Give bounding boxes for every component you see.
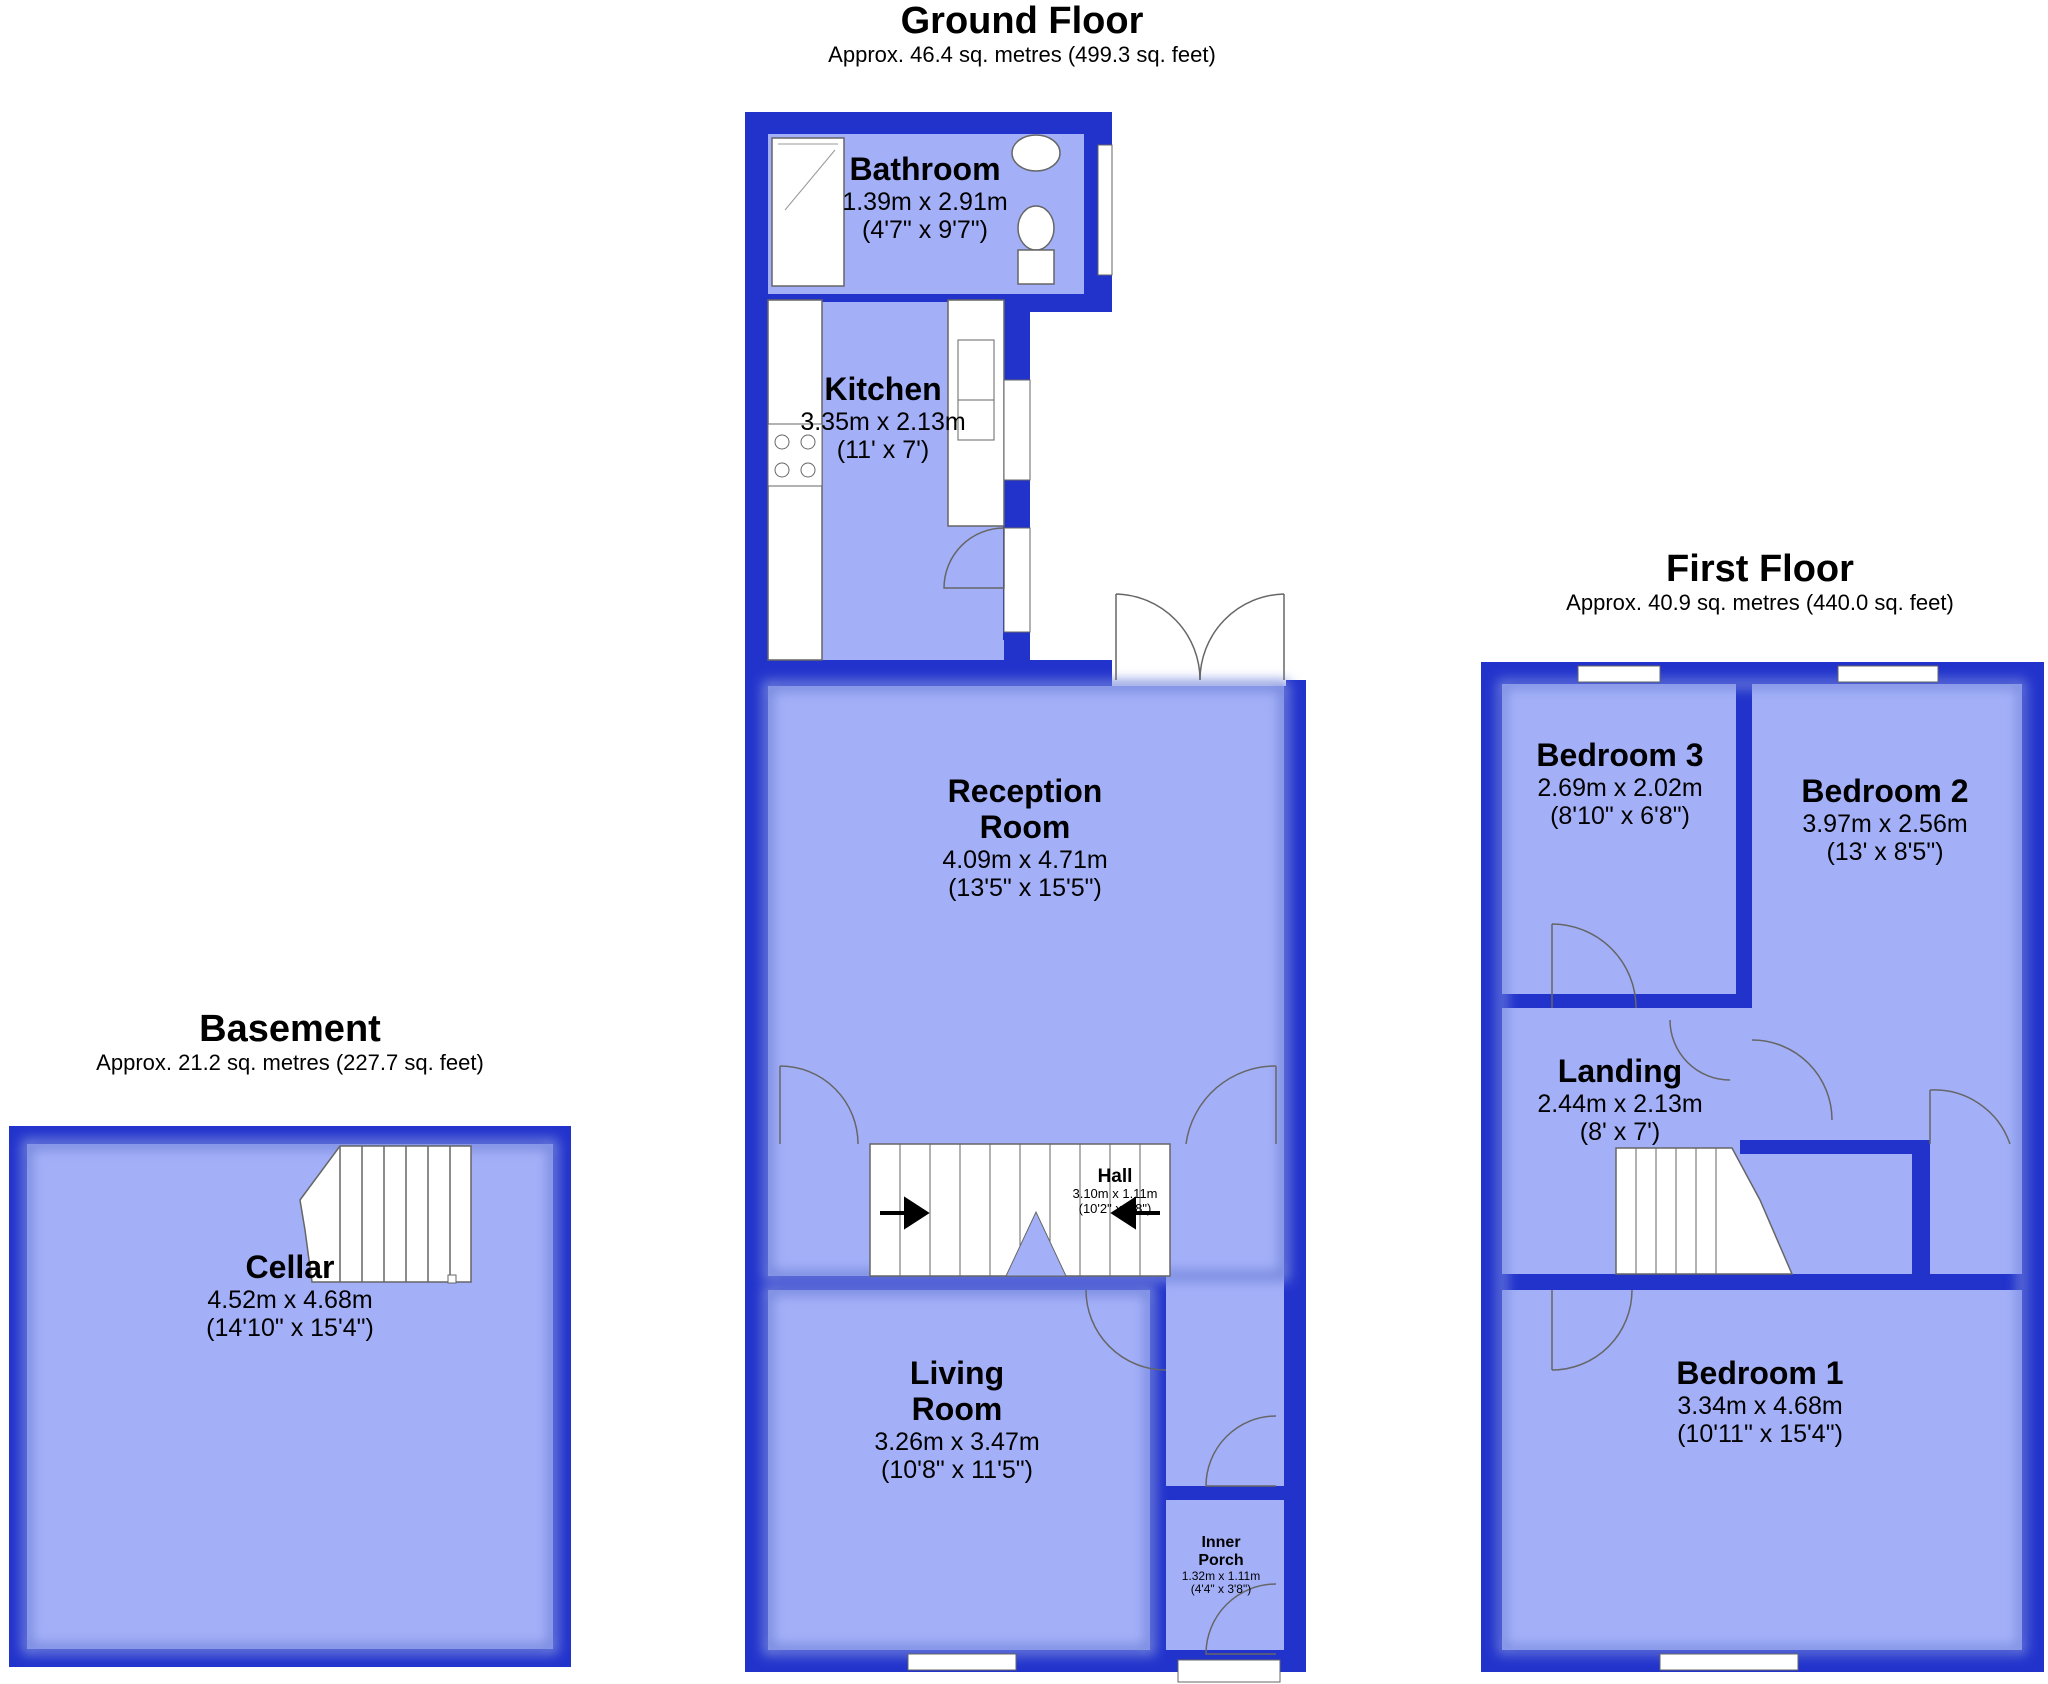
first-doors: [1551, 923, 2011, 1371]
floor-title: First Floor: [1666, 548, 1854, 590]
room-label-bedroom1: Bedroom 1 3.34m x 4.68m (10'11" x 15'4"): [1640, 1355, 1880, 1448]
room-label-hall: Hall 3.10m x 1.11m (10'2" x 3'8"): [1050, 1166, 1180, 1216]
basement-heading: Basement Approx. 21.2 sq. metres (227.7 …: [30, 1008, 550, 1075]
cellar-floor: [27, 1144, 553, 1649]
room-name: Room: [911, 1390, 1003, 1427]
hall-lower-floor: [1166, 1276, 1284, 1486]
landing-floor: [1502, 1008, 1912, 1274]
room-label-cellar: Cellar 4.52m x 4.68m (14'10" x 15'4"): [170, 1249, 410, 1342]
first-stairs: [1615, 1147, 1794, 1275]
room-name: Bathroom: [849, 151, 1001, 187]
kitchen-fixtures: [767, 299, 1031, 661]
floor-area: Approx. 46.4 sq. metres (499.3 sq. feet): [828, 41, 1216, 67]
porch-door: [1177, 1659, 1281, 1683]
room-imperial: (4'7" x 9'7"): [862, 215, 988, 244]
floor-title: Ground Floor: [900, 0, 1144, 42]
first-floor-heading: First Floor Approx. 40.9 sq. metres (440…: [1500, 548, 2020, 615]
room-imperial: (10'2" x 3'8"): [1078, 1200, 1152, 1216]
living-window: [907, 1653, 1017, 1671]
room-metric: 3.35m x 2.13m: [800, 407, 966, 436]
room-metric: 1.39m x 2.91m: [842, 187, 1008, 216]
room-metric: 3.34m x 4.68m: [1677, 1391, 1843, 1420]
room-label-kitchen: Kitchen 3.35m x 2.13m (11' x 7'): [768, 371, 998, 464]
ground-doors: [779, 1065, 1277, 1655]
room-name: Room: [979, 808, 1071, 845]
room-imperial: (4'4" x 3'8"): [1190, 1582, 1252, 1597]
room-imperial: (11' x 7'): [836, 435, 930, 464]
room-name: Kitchen: [824, 371, 942, 407]
room-name: Bedroom 2: [1801, 773, 1969, 809]
bedroom1-floor: [1502, 1290, 2022, 1650]
room-label-reception: Reception Room 4.09m x 4.71m (13'5" x 15…: [880, 773, 1170, 902]
room-metric: 1.32m x 1.11m: [1181, 1568, 1261, 1583]
porch-floor: [1166, 1500, 1284, 1650]
living-floor: [768, 1290, 1150, 1650]
room-name: Hall: [1097, 1166, 1133, 1187]
room-label-inner-porch: Inner Porch 1.32m x 1.11m (4'4" x 3'8"): [1166, 1534, 1276, 1597]
room-metric: 2.44m x 2.13m: [1537, 1089, 1703, 1118]
bedroom3-window: [1577, 665, 1661, 683]
room-metric: 2.69m x 2.02m: [1537, 773, 1703, 802]
room-name: Bedroom 1: [1676, 1355, 1844, 1391]
bathroom-fixtures: [771, 134, 1113, 287]
room-label-landing: Landing 2.44m x 2.13m (8' x 7'): [1510, 1053, 1730, 1146]
room-imperial: (13' x 8'5"): [1826, 837, 1944, 866]
room-metric: 4.09m x 4.71m: [942, 845, 1108, 874]
room-imperial: (10'8" x 11'5"): [881, 1455, 1033, 1484]
room-name: Landing: [1557, 1053, 1683, 1089]
room-imperial: (8' x 7'): [1579, 1117, 1661, 1146]
bedroom2-window: [1837, 665, 1939, 683]
room-metric: 3.10m x 1.11m: [1072, 1186, 1158, 1202]
reception-floor: [768, 686, 1284, 1126]
bedroom2-alcove: [1930, 1144, 2022, 1274]
room-metric: 4.52m x 4.68m: [207, 1285, 373, 1314]
room-imperial: (10'11" x 15'4"): [1677, 1419, 1843, 1448]
floor-area: Approx. 40.9 sq. metres (440.0 sq. feet): [1566, 589, 1954, 615]
bedroom2-floor: [1752, 684, 2022, 1144]
first-floor-plan: [1481, 662, 2044, 1672]
room-name: Reception: [947, 773, 1103, 809]
room-name: Porch: [1198, 1551, 1244, 1569]
room-metric: 3.97m x 2.56m: [1802, 809, 1968, 838]
ground-stairs: [869, 1143, 1171, 1277]
bedroom3-floor: [1502, 684, 1736, 994]
room-imperial: (13'5" x 15'5"): [948, 873, 1102, 902]
room-metric: 3.26m x 3.47m: [874, 1427, 1040, 1456]
room-name: Inner: [1201, 1534, 1241, 1551]
room-name: Living: [909, 1355, 1005, 1391]
floor-area: Approx. 21.2 sq. metres (227.7 sq. feet): [96, 1049, 484, 1075]
room-label-bedroom2: Bedroom 2 3.97m x 2.56m (13' x 8'5"): [1770, 773, 2000, 866]
patio-doors: [1115, 593, 1285, 681]
floor-title: Basement: [199, 1008, 381, 1050]
room-imperial: (8'10" x 6'8"): [1550, 801, 1690, 830]
basement-plan: [9, 1126, 571, 1667]
ground-floor-plan: [745, 112, 1306, 1683]
room-label-bathroom: Bathroom 1.39m x 2.91m (4'7" x 9'7"): [810, 151, 1040, 244]
ground-floor-heading: Ground Floor Approx. 46.4 sq. metres (49…: [762, 0, 1282, 67]
room-label-bedroom3: Bedroom 3 2.69m x 2.02m (8'10" x 6'8"): [1510, 737, 1730, 830]
cellar-stairs: [299, 1145, 472, 1284]
room-imperial: (14'10" x 15'4"): [206, 1313, 374, 1342]
room-label-living: Living Room 3.26m x 3.47m (10'8" x 11'5"…: [812, 1355, 1102, 1484]
room-name: Bedroom 3: [1536, 737, 1704, 773]
room-name: Cellar: [245, 1249, 335, 1285]
bedroom1-window: [1659, 1653, 1799, 1671]
